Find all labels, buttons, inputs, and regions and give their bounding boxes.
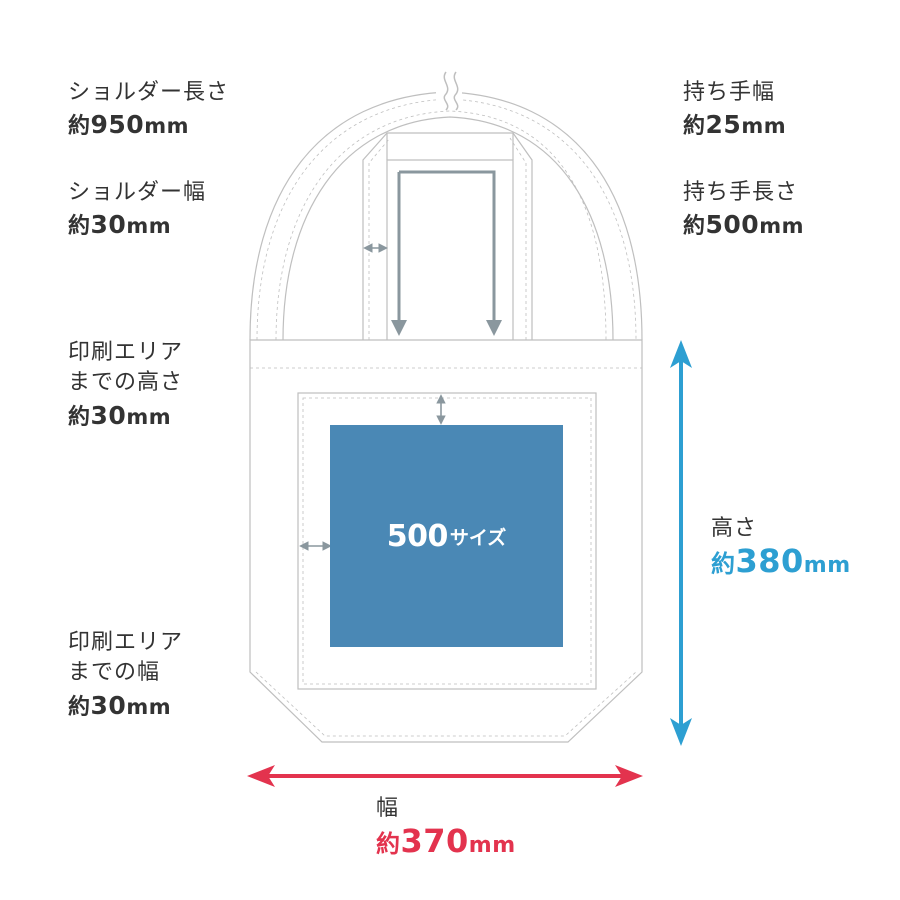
value-number: 30 bbox=[90, 690, 127, 720]
shoulder-strap bbox=[249, 91, 643, 341]
approx-prefix: 約 bbox=[68, 694, 91, 720]
value-number: 30 bbox=[90, 210, 127, 240]
value-number: 950 bbox=[90, 110, 145, 140]
width-value: 約370mm bbox=[376, 822, 516, 860]
print-area-size-suffix: サイズ bbox=[449, 526, 507, 549]
value-number: 370 bbox=[400, 822, 469, 861]
value-unit: mm bbox=[126, 404, 172, 429]
width-label: 幅 約370mm bbox=[376, 796, 516, 861]
approx-prefix: 約 bbox=[68, 214, 91, 240]
value-number: 30 bbox=[90, 400, 127, 430]
approx-prefix: 約 bbox=[683, 114, 706, 140]
print-area bbox=[330, 425, 563, 647]
shoulder-width-value: 約30mm bbox=[68, 210, 206, 240]
print-top-title-line2: までの高さ bbox=[68, 370, 184, 396]
approx-prefix: 約 bbox=[68, 404, 91, 430]
shoulder-width-label: ショルダー幅 約30mm bbox=[68, 180, 206, 241]
handle-length-title: 持ち手長さ bbox=[683, 180, 799, 205]
value-number: 380 bbox=[735, 542, 804, 581]
print-side-title-line2: までの幅 bbox=[68, 660, 161, 686]
handle-length-label: 持ち手長さ 約500mm bbox=[683, 180, 804, 241]
value-unit: mm bbox=[126, 694, 172, 719]
width-title: 幅 bbox=[376, 796, 400, 821]
value-number: 25 bbox=[705, 110, 742, 140]
bag-body bbox=[249, 339, 643, 743]
value-number: 500 bbox=[705, 210, 760, 240]
height-arrow bbox=[670, 340, 692, 746]
value-unit: mm bbox=[126, 214, 172, 239]
value-unit: mm bbox=[759, 214, 804, 239]
approx-prefix: 約 bbox=[683, 214, 706, 240]
handle-width-label: 持ち手幅 約25mm bbox=[683, 80, 786, 141]
approx-prefix: 約 bbox=[711, 550, 736, 579]
shoulder-length-title: ショルダー長さ bbox=[68, 80, 230, 105]
print-top-value: 約30mm bbox=[68, 401, 183, 431]
width-arrow bbox=[247, 765, 643, 787]
handle-width-value: 約25mm bbox=[683, 110, 786, 140]
approx-prefix: 約 bbox=[376, 830, 401, 859]
handle-length-value: 約500mm bbox=[683, 210, 804, 240]
height-label: 高さ 約380mm bbox=[711, 516, 851, 581]
print-top-title-line1: 印刷エリア bbox=[68, 340, 184, 365]
value-unit: mm bbox=[803, 553, 851, 579]
shoulder-width-title: ショルダー幅 bbox=[68, 180, 207, 205]
print-top-distance-label: 印刷エリア までの高さ 約30mm bbox=[68, 340, 183, 431]
print-area-size-number: 500 bbox=[386, 518, 449, 554]
shoulder-length-value: 約950mm bbox=[68, 110, 229, 140]
handle-length-arrow bbox=[391, 170, 502, 336]
strap-break-mark bbox=[436, 70, 462, 111]
handle bbox=[362, 132, 533, 340]
shoulder-length-label: ショルダー長さ 約950mm bbox=[68, 80, 229, 141]
print-side-distance-label: 印刷エリア までの幅 約30mm bbox=[68, 630, 183, 721]
height-value: 約380mm bbox=[711, 542, 851, 580]
height-title: 高さ bbox=[711, 516, 758, 541]
handle-width-title: 持ち手幅 bbox=[683, 80, 776, 105]
print-side-value: 約30mm bbox=[68, 691, 183, 721]
value-unit: mm bbox=[468, 833, 516, 859]
value-unit: mm bbox=[144, 114, 189, 139]
value-unit: mm bbox=[741, 114, 787, 139]
print-side-title-line1: 印刷エリア bbox=[68, 630, 184, 655]
approx-prefix: 約 bbox=[68, 114, 91, 140]
